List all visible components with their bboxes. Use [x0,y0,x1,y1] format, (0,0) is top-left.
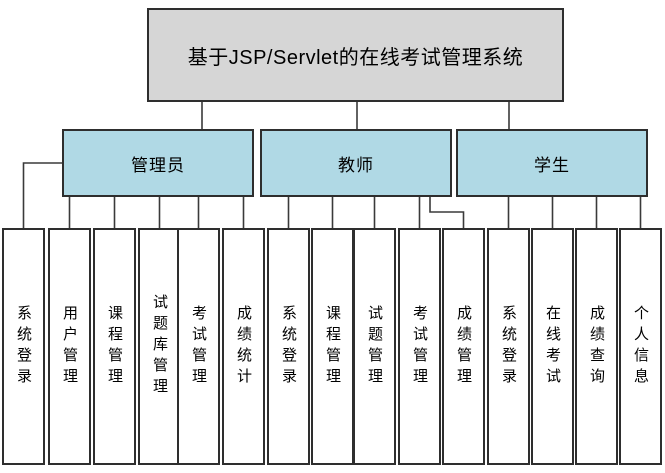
leaf-teacher-question-mgmt: 试题管理 [353,228,396,465]
leaf-label: 成绩统计 [235,304,252,389]
leaf-label: 用户管理 [61,304,78,389]
role-label-student: 学生 [534,155,570,175]
leaf-label: 个人信息 [632,304,649,389]
leaf-label: 成绩管理 [455,304,472,389]
leaf-label: 在线考试 [544,304,561,389]
root-system-box: 基于JSP/Servlet的在线考试管理系统 [147,8,564,102]
leaf-admin-question-bank-mgmt: 试题库管理 [138,228,181,465]
leaf-label: 系统登录 [500,304,517,389]
leaf-teacher-course-mgmt: 课程管理 [311,228,354,465]
leaf-student-score-query: 成绩查询 [575,228,618,465]
leaf-label: 试题库管理 [151,294,168,399]
role-box-teacher: 教师 [260,129,452,197]
leaf-admin-user-mgmt: 用户管理 [48,228,91,465]
leaf-label: 课程管理 [106,304,123,389]
leaf-label: 课程管理 [324,304,341,389]
leaf-student-personal-info: 个人信息 [619,228,662,465]
role-label-admin: 管理员 [131,155,185,175]
leaf-teacher-exam-mgmt: 考试管理 [398,228,441,465]
leaf-admin-system-login: 系统登录 [2,228,45,465]
leaf-label: 试题管理 [366,304,383,389]
role-label-teacher: 教师 [338,155,374,175]
leaf-student-system-login: 系统登录 [487,228,530,465]
leaf-teacher-system-login: 系统登录 [267,228,310,465]
leaf-teacher-score-mgmt: 成绩管理 [442,228,485,465]
role-box-admin: 管理员 [62,129,254,197]
leaf-label: 成绩查询 [588,304,605,389]
leaf-student-online-exam: 在线考试 [531,228,574,465]
leaf-admin-score-stats: 成绩统计 [222,228,265,465]
leaf-label: 系统登录 [15,304,32,389]
role-box-student: 学生 [456,129,648,197]
leaf-label: 考试管理 [190,304,207,389]
leaf-label: 系统登录 [280,304,297,389]
system-title: 基于JSP/Servlet的在线考试管理系统 [187,46,524,69]
leaf-admin-exam-mgmt: 考试管理 [177,228,220,465]
leaf-label: 考试管理 [411,304,428,389]
leaf-admin-course-mgmt: 课程管理 [93,228,136,465]
